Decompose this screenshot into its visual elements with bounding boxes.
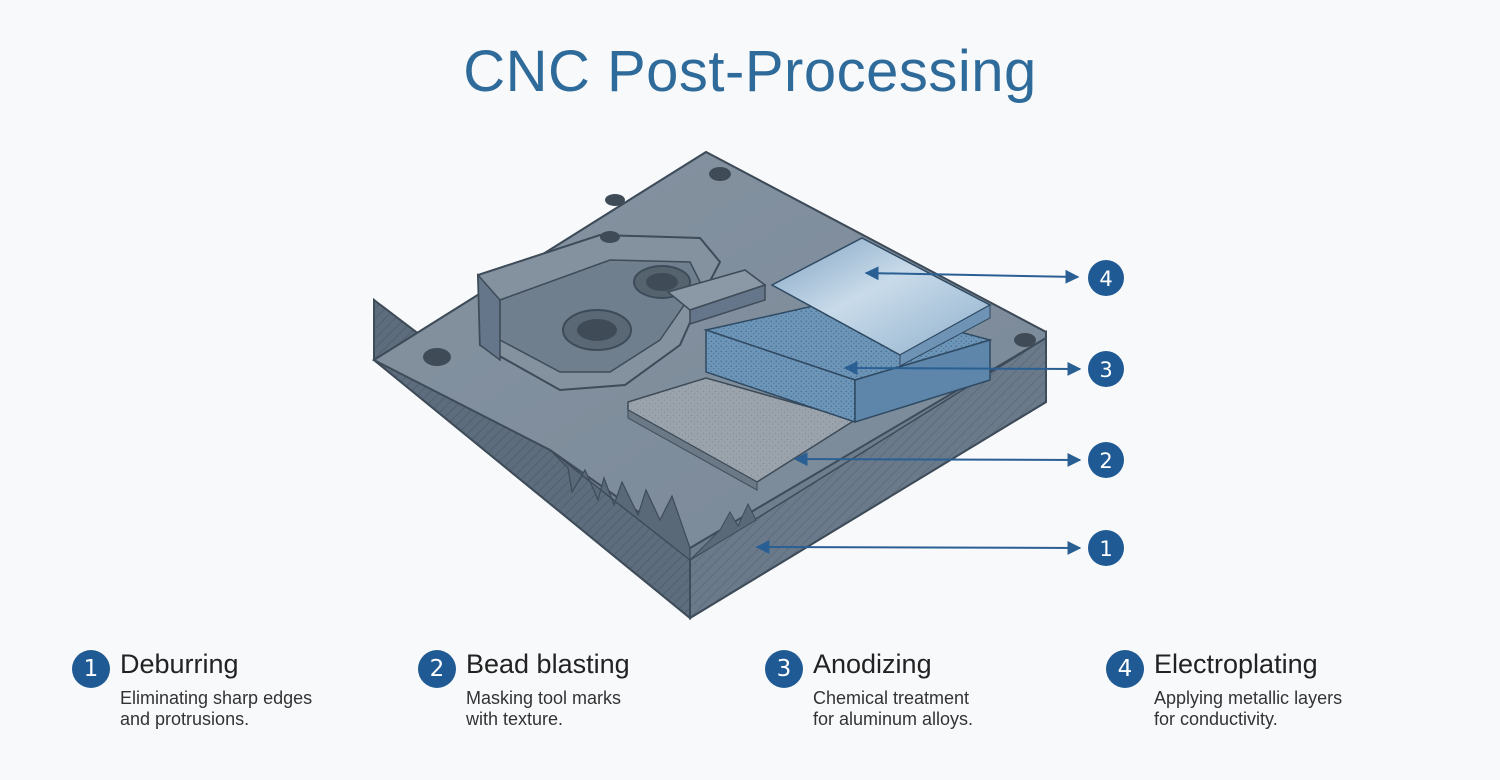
callout-label-1: 1	[1099, 537, 1112, 561]
step-description-line: Eliminating sharp edges	[120, 688, 313, 708]
callout-label-2: 2	[1099, 449, 1112, 473]
callout-badge-4: 4	[1088, 260, 1124, 296]
arrow-1	[755, 540, 1082, 555]
legend-item-anodizing: 3 Anodizing Chemical treatment for alumi…	[765, 645, 1085, 745]
step-title: Electroplating	[1154, 649, 1318, 679]
step-title: Deburring	[120, 649, 239, 679]
callout-badge-3: 3	[1088, 351, 1124, 387]
step-description: Eliminating sharp edges and protrusions.	[120, 688, 390, 730]
legend-item-deburring: 1 Deburring Eliminating sharp edges and …	[72, 645, 392, 745]
step-description-line: with texture.	[466, 709, 564, 729]
legend-item-bead-blasting: 2 Bead blasting Masking tool marks with …	[418, 645, 738, 745]
burr-edge	[549, 449, 691, 562]
step-title: Anodizing	[813, 649, 932, 679]
step-badge: 1	[72, 650, 110, 688]
step-description-line: Applying metallic layers	[1154, 688, 1343, 708]
arrow-4	[864, 266, 1080, 284]
arrow-2	[793, 452, 1082, 467]
step-description: Applying metallic layers for conductivit…	[1154, 688, 1424, 730]
step-description-line: and protrusions.	[120, 709, 250, 729]
callout-label-4: 4	[1099, 267, 1112, 291]
callout-badge-2: 2	[1088, 442, 1124, 478]
step-badge: 2	[418, 650, 456, 688]
step-badge: 3	[765, 650, 803, 688]
step-description: Chemical treatment for aluminum alloys.	[813, 688, 1083, 730]
step-badge: 4	[1106, 650, 1144, 688]
arrow-3	[843, 361, 1082, 376]
step-description-line: Chemical treatment	[813, 688, 970, 708]
callout-badge-1: 1	[1088, 530, 1124, 566]
step-description-line: for aluminum alloys.	[813, 709, 974, 729]
page-title: CNC Post-Processing	[463, 39, 1037, 104]
callout-label-3: 3	[1099, 358, 1112, 382]
legend-item-electroplating: 4 Electroplating Applying metallic layer…	[1106, 645, 1426, 745]
bead-blasted-surface	[627, 377, 857, 483]
step-description: Masking tool marks with texture.	[466, 688, 736, 730]
step-description-line: Masking tool marks	[466, 688, 622, 708]
step-title: Bead blasting	[466, 649, 630, 679]
step-description-line: for conductivity.	[1154, 709, 1278, 729]
